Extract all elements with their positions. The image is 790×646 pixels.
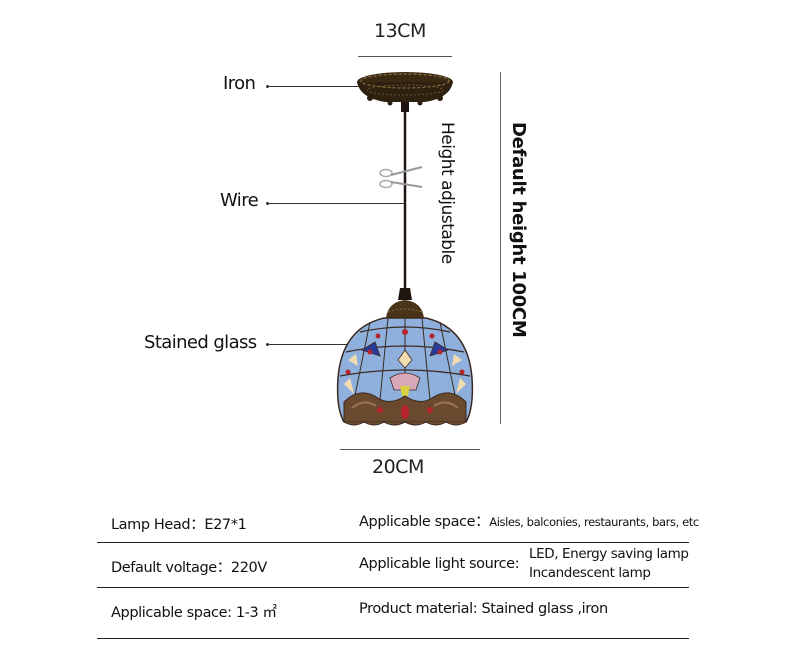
- height-adjustable-label: Height adjustable: [437, 122, 457, 264]
- shade-width-label: 20CM: [372, 456, 424, 478]
- callout-stained-glass-dot: [266, 343, 269, 346]
- scissors-icon: [379, 166, 423, 189]
- spec-default-voltage: Default voltage：220V: [111, 556, 267, 577]
- spec-applicable-space-right-label: Applicable space：: [359, 514, 490, 530]
- spec-row-voltage: Default voltage：220V Applicable light so…: [97, 543, 689, 588]
- spec-row-material: Applicable space: 1-3 ㎡ Product material…: [97, 588, 689, 639]
- pendant-lamp-illustration: [336, 72, 474, 426]
- canopy-width-line: [358, 56, 452, 57]
- callout-stained-glass-line: [268, 344, 354, 345]
- callout-stained-glass-label: Stained glass: [144, 332, 257, 353]
- spec-applicable-space-left-label: Applicable space:: [111, 605, 232, 621]
- spec-table-top-spacer: [97, 500, 98, 501]
- spec-default-voltage-value: 220V: [230, 560, 267, 576]
- default-height-line: [500, 72, 501, 424]
- callout-wire-line: [268, 203, 404, 204]
- spec-applicable-space-left: Applicable space: 1-3 ㎡: [111, 601, 277, 622]
- callout-wire-label: Wire: [220, 190, 259, 211]
- spec-applicable-space-right: Applicable space：Aisles, balconies, rest…: [359, 510, 699, 531]
- spec-table: Lamp Head：E27*1 Applicable space：Aisles,…: [97, 500, 699, 639]
- callout-iron-dot: [266, 85, 269, 88]
- default-height-label: Default height 100CM: [508, 122, 529, 338]
- lampshade-icon: [336, 317, 474, 426]
- spec-lamp-head-value: E27*1: [204, 517, 247, 533]
- spec-light-source-line1: LED, Energy saving lamp: [529, 546, 689, 562]
- spec-light-source-line2: Incandescent lamp: [529, 565, 651, 581]
- spec-light-source-label: Applicable light source:: [359, 556, 520, 572]
- callout-wire-dot: [266, 202, 269, 205]
- spec-lamp-head-label: Lamp Head：: [111, 517, 205, 533]
- spec-applicable-space-left-value: 1-3 ㎡: [235, 605, 277, 621]
- callout-iron-label: Iron: [223, 73, 256, 94]
- shade-width-line: [340, 449, 480, 450]
- callout-iron-line: [268, 86, 364, 87]
- spec-row-lamp-head: Lamp Head：E27*1 Applicable space：Aisles,…: [97, 500, 699, 543]
- spec-applicable-space-right-value: Aisles, balconies, restaurants, bars, et…: [489, 515, 699, 529]
- spec-product-material-label: Product material:: [359, 601, 478, 617]
- canopy-width-label: 13CM: [374, 20, 426, 42]
- spec-product-material: Product material: Stained glass ,iron: [359, 601, 608, 617]
- spec-default-voltage-label: Default voltage：: [111, 560, 231, 576]
- spec-lamp-head: Lamp Head：E27*1: [111, 513, 247, 534]
- spec-light-source-value: LED, Energy saving lamp Incandescent lam…: [529, 545, 689, 583]
- canopy-icon: [357, 72, 453, 112]
- spec-product-material-value: Stained glass ,iron: [481, 601, 609, 617]
